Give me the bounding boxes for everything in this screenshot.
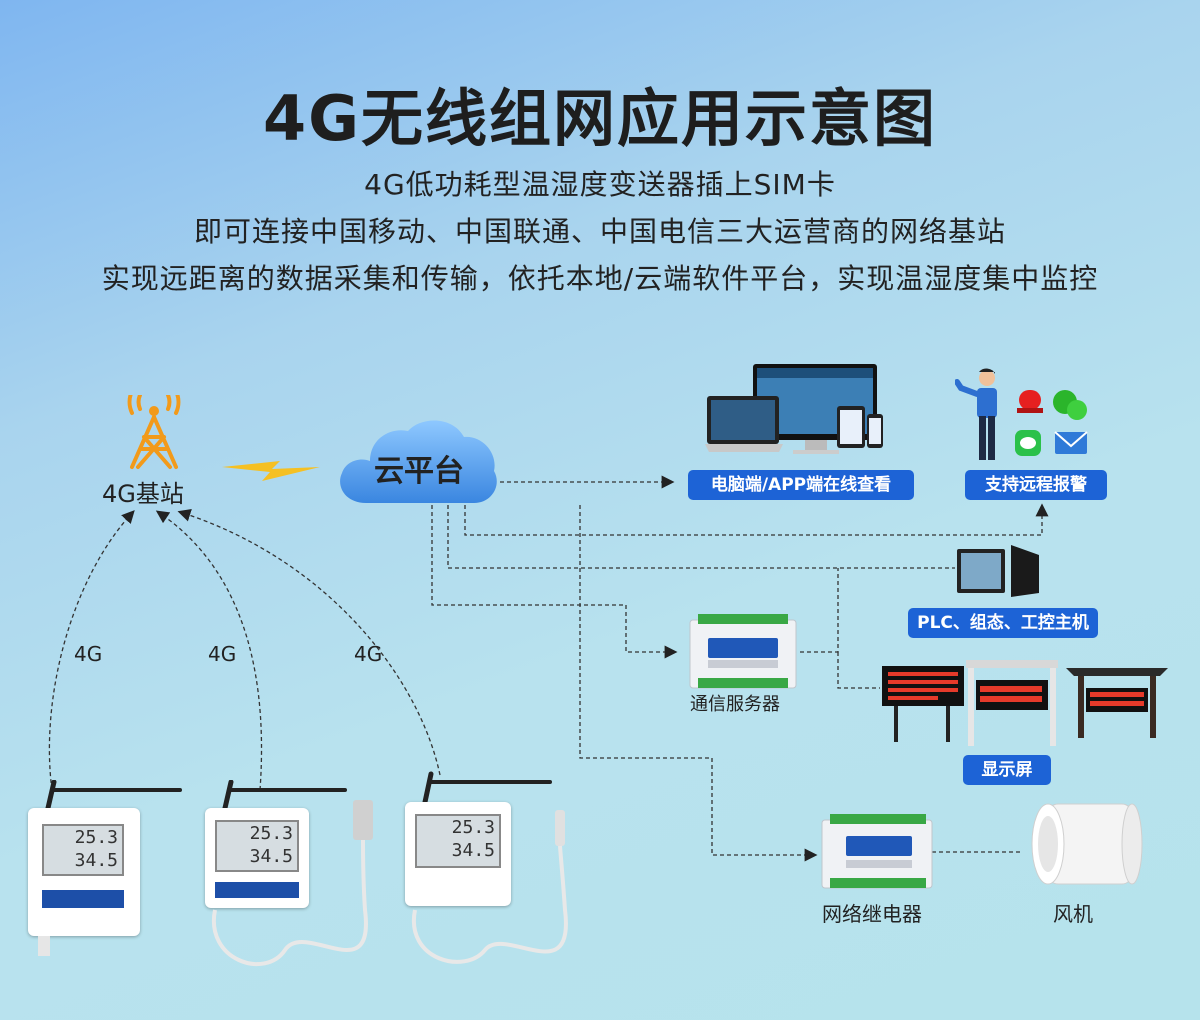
antenna-icon: [422, 771, 552, 805]
base-station-label: 4G基站: [102, 480, 184, 508]
page-title: 4G无线组网应用示意图: [262, 82, 938, 155]
relay-label: 网络继电器: [822, 902, 922, 926]
button-panel: [42, 890, 124, 908]
alarm-illustration: [955, 368, 1088, 460]
lcd-display: 25.3 34.5: [42, 824, 124, 876]
fan-label: 风机: [1053, 902, 1093, 926]
devices-illustration: [705, 364, 883, 454]
display-screens-illustration: [882, 660, 1168, 746]
cloud-label-wrap: 云平台: [374, 454, 464, 489]
cloud-icon: [340, 420, 497, 503]
cloud-label: 云平台: [374, 454, 464, 489]
tag-plc: PLC、组态、工控主机: [908, 608, 1098, 638]
lcd-temp: 25.3: [451, 817, 495, 838]
lightning-icon: [222, 461, 320, 481]
cable-probe-icon: [211, 800, 373, 967]
sensor-2-body: 25.3 34.5: [205, 808, 309, 908]
lcd-hum: 34.5: [74, 850, 118, 871]
button-panel: [215, 882, 299, 898]
lcd-display: 25.3 34.5: [415, 814, 501, 868]
link-label-4g-2: 4G: [208, 642, 237, 666]
sensor-1: 25.3 34.5: [28, 780, 188, 960]
subtitle-line-2: 即可连接中国移动、中国联通、中国电信三大运营商的网络基站: [193, 215, 1006, 248]
comm-server-illustration: [689, 614, 797, 689]
sensor-3-body: 25.3 34.5: [405, 802, 511, 906]
tower-icon: [127, 395, 181, 469]
tag-alarm: 支持远程报警: [965, 470, 1107, 500]
antenna-icon: [45, 780, 182, 811]
lcd-temp: 25.3: [74, 827, 118, 848]
link-label-4g-3: 4G: [354, 642, 383, 666]
link-label-4g-1: 4G: [74, 642, 103, 666]
cable-probe-icon: [411, 810, 568, 964]
lcd-hum: 34.5: [451, 840, 495, 861]
plc-monitor-illustration: [957, 545, 1039, 597]
tag-pc-app: 电脑端/APP端在线查看: [688, 470, 914, 500]
sensor-1-body: 25.3 34.5: [28, 808, 140, 936]
sensor-3: 25.3 34.5: [405, 770, 585, 975]
probe: [38, 936, 50, 956]
antenna-icon: [222, 780, 347, 811]
lcd-hum: 34.5: [249, 846, 293, 867]
tag-display: 显示屏: [963, 755, 1051, 785]
subtitle-line-3: 实现远距离的数据采集和传输，依托本地/云端软件平台，实现温湿度集中监控: [101, 262, 1099, 295]
fan-illustration: [1031, 803, 1143, 885]
relay-illustration: [821, 814, 933, 889]
lcd-display: 25.3 34.5: [215, 820, 299, 872]
subtitle-line-1: 4G低功耗型温湿度变送器插上SIM卡: [364, 168, 836, 201]
sensor-2: 25.3 34.5: [205, 780, 385, 980]
lcd-temp: 25.3: [249, 823, 293, 844]
comm-server-label: 通信服务器: [690, 694, 780, 715]
